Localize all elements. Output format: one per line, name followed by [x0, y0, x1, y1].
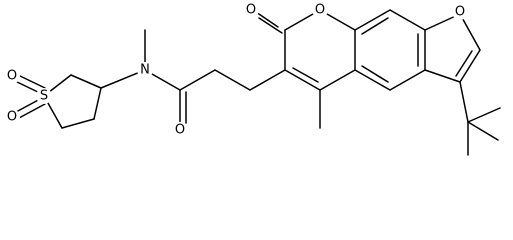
chemical-structure-diagram: O O O O S O N O [4, 2, 501, 156]
bond [389, 9, 426, 31]
atom-oxygen-ring: O [312, 2, 328, 18]
bond [467, 121, 499, 141]
atom-oxygen-sulfonyl-top: O [4, 68, 20, 84]
atom-label: O [315, 3, 325, 18]
atom-oxygen-carbonyl: O [243, 2, 259, 18]
bond [93, 87, 102, 120]
bond [424, 69, 461, 83]
bond [292, 67, 319, 83]
bond [361, 65, 389, 83]
atom-label: O [7, 69, 17, 84]
atom-oxygen-amide: O [172, 122, 188, 138]
bonds [14, 9, 501, 156]
bond [455, 50, 473, 77]
atom-label: O [7, 110, 17, 125]
bond [284, 69, 321, 91]
bond [249, 69, 286, 91]
bond [258, 17, 283, 34]
atom-label: N [140, 63, 150, 78]
bond [459, 81, 469, 123]
bond [18, 103, 46, 119]
atom-nitrogen: N [137, 62, 153, 78]
bond [255, 11, 279, 28]
bond [61, 118, 95, 129]
bond [459, 49, 481, 83]
bond [214, 69, 251, 91]
atom-oxygen-furan: O [452, 4, 468, 20]
bond [361, 17, 389, 35]
atom-label: O [246, 3, 256, 18]
bond [354, 69, 391, 91]
atom-label: O [175, 123, 185, 138]
atom-sulfur: S [36, 88, 52, 104]
bond [179, 69, 216, 91]
atom-label: O [455, 5, 465, 20]
atoms: O O O O S O N O [4, 2, 468, 138]
bond [17, 74, 46, 89]
bond [459, 13, 481, 51]
bond [467, 107, 501, 123]
bond [70, 74, 102, 89]
bond [354, 9, 391, 31]
atom-oxygen-sulfonyl-bottom: O [4, 109, 20, 125]
atom-label: S [40, 89, 48, 104]
bond [389, 69, 426, 91]
bond [319, 69, 356, 91]
